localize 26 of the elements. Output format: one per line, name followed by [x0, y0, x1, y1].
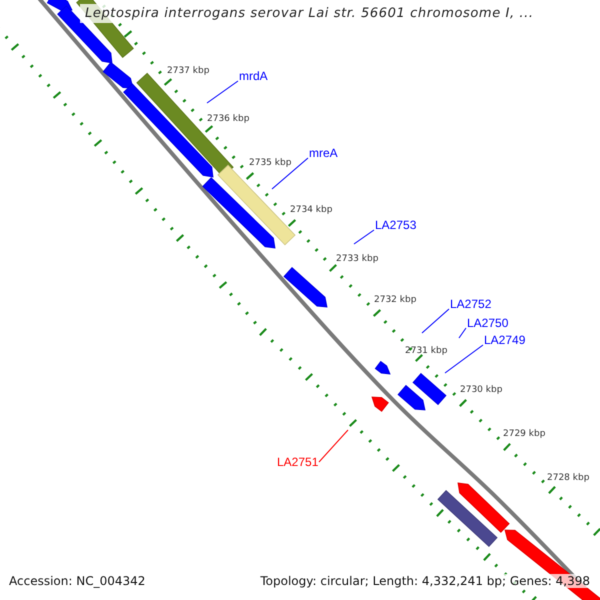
- gene-label: LA2751: [277, 455, 318, 469]
- tick-label: 2733 kbp: [336, 254, 378, 265]
- gene-label: LA2752: [450, 297, 492, 311]
- leader-line: [354, 230, 374, 244]
- genome-stats-text: Topology: circular; Length: 4,332,241 bp; Genes: 4,398: [260, 574, 590, 588]
- accession-text: Accession: NC_004342: [9, 574, 146, 588]
- tick-label: 2736 kbp: [207, 114, 250, 125]
- leader-line: [272, 158, 308, 190]
- leader-line: [444, 344, 484, 374]
- leader-line: [422, 308, 450, 334]
- tick-label: 2732 kbp: [374, 295, 416, 306]
- tick-label: 2737 kbp: [167, 66, 210, 77]
- tick-label: 2735 kbp: [249, 158, 292, 169]
- gene-label: mreA: [309, 146, 338, 160]
- leader-line: [318, 430, 348, 462]
- tick-label: 2731 kbp: [405, 346, 448, 357]
- tick-label: 2728 kbp: [547, 473, 590, 484]
- tick-label: 2730 kbp: [460, 385, 502, 396]
- gene-label: LA2749: [484, 333, 526, 347]
- gene-label: mrdA: [239, 69, 268, 83]
- leader-line: [458, 328, 466, 338]
- tick-label: 2729 kbp: [503, 429, 546, 440]
- gene-label: LA2753: [375, 218, 416, 232]
- leader-line: [206, 80, 238, 104]
- tick-label: 2734 kbp: [290, 205, 332, 216]
- gene-label: LA2750: [467, 316, 508, 330]
